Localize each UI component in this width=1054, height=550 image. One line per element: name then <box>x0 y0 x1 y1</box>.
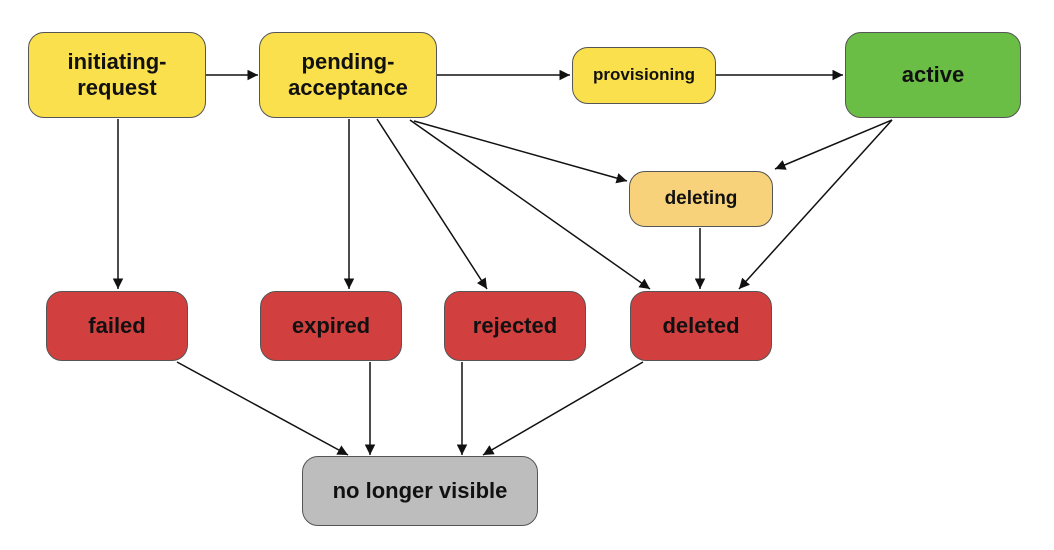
node-deleted: deleted <box>630 291 772 361</box>
node-provisioning: provisioning <box>572 47 716 104</box>
edge-pending-acceptance-to-deleting <box>413 120 628 184</box>
edge-failed-to-no-longer-visible <box>176 361 349 456</box>
node-label: active <box>901 61 965 87</box>
node-label: deleting <box>664 187 738 209</box>
edge-deleted-to-no-longer-visible <box>482 361 644 456</box>
node-label: pending- acceptance <box>288 48 408 100</box>
node-failed: failed <box>46 291 188 361</box>
edge-active-to-deleted <box>738 119 893 290</box>
edge-active-to-deleting <box>774 119 893 170</box>
node-label: rejected <box>472 312 558 338</box>
node-no-longer-visible: no longer visible <box>302 456 538 526</box>
node-rejected: rejected <box>444 291 586 361</box>
node-label: no longer visible <box>332 477 508 503</box>
node-initiating-request: initiating- request <box>28 32 206 118</box>
edge-pending-acceptance-to-deleted <box>409 119 651 290</box>
node-pending-acceptance: pending- acceptance <box>259 32 437 118</box>
node-label: provisioning <box>593 65 695 85</box>
node-label: expired <box>291 312 371 338</box>
node-deleting: deleting <box>629 171 773 227</box>
node-expired: expired <box>260 291 402 361</box>
node-label: deleted <box>662 312 740 338</box>
node-active: active <box>845 32 1021 118</box>
node-label: initiating- request <box>67 48 167 100</box>
edge-pending-acceptance-to-rejected <box>376 118 488 290</box>
node-label: failed <box>88 312 146 338</box>
